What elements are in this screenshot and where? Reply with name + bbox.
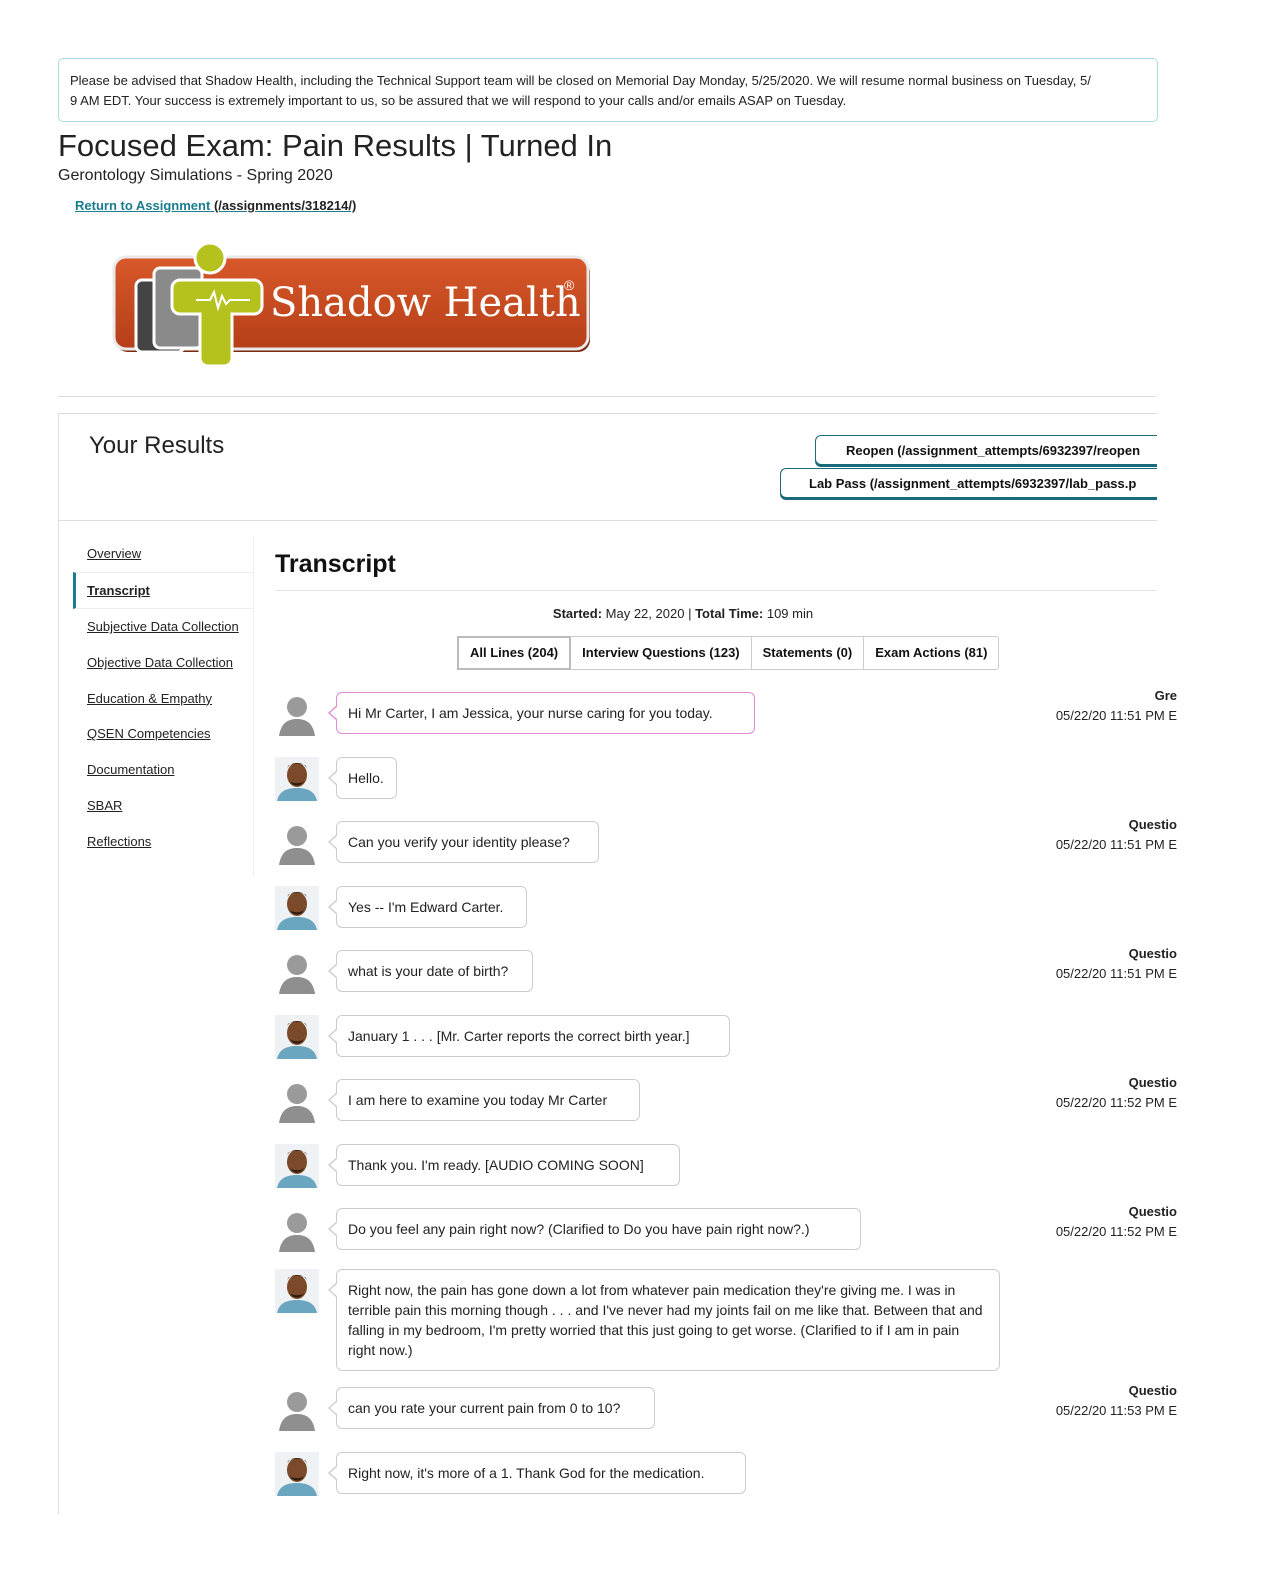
line-timestamp: 05/22/20 11:52 PM E xyxy=(1055,1224,1177,1239)
results-panel: Your Results Reopen (/assignment_attempt… xyxy=(58,413,1177,1514)
student-message: can you rate your current pain from 0 to… xyxy=(328,1387,655,1429)
student-message: what is your date of birth? xyxy=(328,950,533,992)
patient-avatar-icon xyxy=(275,1015,319,1059)
filter-interview-questions[interactable]: Interview Questions (123) xyxy=(571,637,752,669)
notice-line-2: 9 AM EDT. Your success is extremely impo… xyxy=(70,93,847,108)
nav-item-overview[interactable]: Overview xyxy=(87,546,142,561)
line-timestamp: 05/22/20 11:53 PM E xyxy=(1055,1403,1177,1418)
divider xyxy=(275,590,1157,591)
nav-item-objective-data-collection[interactable]: Objective Data Collection xyxy=(87,655,233,671)
course-name: Gerontology Simulations - Spring 2020 xyxy=(58,167,333,184)
filter-statements[interactable]: Statements (0) xyxy=(752,637,865,669)
patient-message: Right now, the pain has gone down a lot … xyxy=(328,1269,1000,1371)
lab-pass-button[interactable]: Lab Pass (/assignment_attempts/6932397/l… xyxy=(780,468,1157,498)
line-timestamp: 05/22/20 11:51 PM E xyxy=(1055,708,1177,723)
filter-all-lines[interactable]: All Lines (204) xyxy=(457,636,572,670)
student-avatar-icon xyxy=(275,1208,319,1252)
reopen-button[interactable]: Reopen (/assignment_attempts/6932397/reo… xyxy=(815,435,1157,465)
student-avatar-icon xyxy=(275,1079,319,1123)
transcript-filter-tabs: All Lines (204) Interview Questions (123… xyxy=(457,636,1000,670)
line-meta: Questio 05/22/20 11:51 PM E xyxy=(1025,944,1177,984)
patient-avatar-icon xyxy=(275,757,319,801)
line-timestamp: 05/22/20 11:51 PM E xyxy=(1055,837,1177,852)
divider xyxy=(58,396,1156,397)
total-time-label: Total Time: xyxy=(695,606,764,621)
line-type: Questio xyxy=(1128,1075,1177,1090)
patient-avatar-icon xyxy=(275,1269,319,1313)
patient-message: Yes -- I'm Edward Carter. xyxy=(328,886,527,928)
line-meta: Questio 05/22/20 11:52 PM E xyxy=(1025,1073,1177,1113)
registered-mark: ® xyxy=(564,277,575,293)
patient-avatar-icon xyxy=(275,1144,319,1188)
line-type: Gre xyxy=(1154,688,1177,703)
nav-item-qsen-competencies[interactable]: QSEN Competencies xyxy=(87,726,211,742)
return-link-label: Return to Assignment xyxy=(75,198,211,213)
nav-item-sbar[interactable]: SBAR xyxy=(87,797,123,813)
nav-item-documentation[interactable]: Documentation xyxy=(87,762,175,778)
student-message: Do you feel any pain right now? (Clarifi… xyxy=(328,1208,861,1250)
student-avatar-icon xyxy=(275,1387,319,1431)
line-meta: Questio 05/22/20 11:53 PM E xyxy=(1025,1381,1177,1421)
started-label: Started: xyxy=(552,606,603,621)
total-time-value: 109 min xyxy=(766,606,814,621)
patient-message: Thank you. I'm ready. [AUDIO COMING SOON… xyxy=(328,1144,680,1186)
student-avatar-icon xyxy=(275,821,319,865)
page-title: Focused Exam: Pain Results | Turned In xyxy=(58,128,613,163)
shadow-health-logo: Shadow Health ® xyxy=(112,241,590,368)
nav-divider xyxy=(253,536,254,876)
patient-avatar-icon xyxy=(275,1452,319,1496)
patient-message: Right now, it's more of a 1. Thank God f… xyxy=(328,1452,746,1494)
line-type: Questio xyxy=(1128,1204,1177,1219)
patient-message: Hello. xyxy=(328,757,397,799)
patient-message: January 1 . . . [Mr. Carter reports the … xyxy=(328,1015,730,1057)
line-meta: Gre 05/22/20 11:51 PM E xyxy=(1025,686,1177,726)
closure-notice: Please be advised that Shadow Health, in… xyxy=(58,58,1158,122)
meta-separator: | xyxy=(688,606,692,621)
filter-exam-actions[interactable]: Exam Actions (81) xyxy=(875,645,988,660)
nav-item-transcript[interactable]: Transcript xyxy=(73,571,253,610)
line-timestamp: 05/22/20 11:51 PM E xyxy=(1055,966,1177,981)
patient-avatar-icon xyxy=(275,886,319,930)
transcript-title: Transcript xyxy=(275,550,396,578)
student-message: I am here to examine you today Mr Carter xyxy=(328,1079,640,1121)
notice-text: Please be advised that Shadow Health, in… xyxy=(70,71,1270,111)
line-type: Questio xyxy=(1128,946,1177,961)
student-avatar-icon xyxy=(275,950,319,994)
logo-wordmark: Shadow Health xyxy=(270,280,581,326)
student-avatar-icon xyxy=(275,692,319,736)
nav-item-education-empathy[interactable]: Education & Empathy xyxy=(87,690,213,706)
student-message: Can you verify your identity please? xyxy=(328,821,599,863)
started-value: May 22, 2020 xyxy=(605,606,685,621)
results-sidebar-nav: Overview Transcript Subjective Data Coll… xyxy=(73,536,253,859)
nav-item-reflections[interactable]: Reflections xyxy=(87,833,152,849)
return-link-path: (/assignments/318214/) xyxy=(213,198,357,213)
notice-line-1: Please be advised that Shadow Health, in… xyxy=(70,73,1091,88)
student-message: Hi Mr Carter, I am Jessica, your nurse c… xyxy=(328,692,755,734)
return-to-assignment-link[interactable]: Return to Assignment (/assignments/31821… xyxy=(75,198,356,213)
line-timestamp: 05/22/20 11:52 PM E xyxy=(1055,1095,1177,1110)
line-type: Questio xyxy=(1128,817,1177,832)
line-meta: Questio 05/22/20 11:51 PM E xyxy=(1025,815,1177,855)
divider xyxy=(59,520,1157,521)
nav-item-subjective-data-collection[interactable]: Subjective Data Collection xyxy=(87,619,239,635)
results-title: Your Results xyxy=(89,432,225,459)
line-meta: Questio 05/22/20 11:52 PM E xyxy=(1025,1202,1177,1242)
line-type: Questio xyxy=(1128,1383,1177,1398)
transcript-meta: Started: May 22, 2020 | Total Time: 109 … xyxy=(275,606,1091,621)
